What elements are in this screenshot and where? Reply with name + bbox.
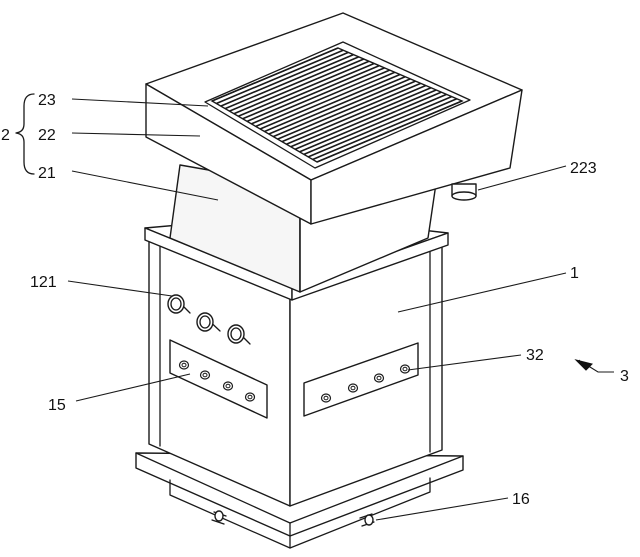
nozzle-bore bbox=[247, 394, 253, 400]
nozzle bbox=[178, 360, 190, 370]
label-1: 1 bbox=[570, 265, 579, 282]
grate-bar bbox=[268, 75, 406, 135]
grate-23 bbox=[210, 47, 464, 163]
grate-bar bbox=[233, 58, 365, 115]
callout-labels: 2 23 22 21 223 121 1 32 3 15 16 bbox=[1, 92, 629, 508]
grate-bar bbox=[299, 91, 442, 153]
leader-lines bbox=[15, 93, 614, 521]
grate-bar bbox=[264, 73, 401, 133]
inlet-pipes-121 bbox=[167, 294, 251, 345]
label-16: 16 bbox=[512, 491, 530, 508]
outlet-pipe-16 bbox=[211, 510, 375, 527]
grate-bar bbox=[259, 71, 396, 130]
label-121: 121 bbox=[30, 274, 57, 291]
grate-bar bbox=[229, 56, 359, 112]
tray-22 bbox=[145, 12, 523, 225]
nozzle bbox=[222, 381, 234, 391]
grate-bar bbox=[255, 69, 390, 128]
label-3: 3 bbox=[620, 368, 629, 385]
label-2: 2 bbox=[1, 127, 10, 144]
grate-bar bbox=[303, 93, 447, 156]
nozzle-bore bbox=[323, 395, 329, 401]
grate-bar bbox=[294, 89, 437, 151]
grate-bar bbox=[246, 64, 380, 123]
grate-bar bbox=[237, 60, 370, 117]
nozzle bbox=[347, 383, 359, 393]
nozzle-panel-15 bbox=[169, 339, 268, 419]
grate-frame bbox=[210, 47, 464, 163]
label-32: 32 bbox=[526, 347, 544, 364]
grate-bar bbox=[312, 98, 458, 161]
nozzle-bore bbox=[350, 385, 356, 391]
label-15: 15 bbox=[48, 397, 66, 414]
drain-nozzle-223 bbox=[451, 183, 477, 201]
label-223: 223 bbox=[570, 160, 597, 177]
grate-bar bbox=[251, 67, 385, 125]
grate-bar bbox=[290, 87, 432, 148]
grate-bar bbox=[224, 53, 354, 110]
nozzle-bore bbox=[376, 375, 382, 381]
nozzle-panel-32 bbox=[303, 342, 419, 417]
grate-bar bbox=[272, 78, 411, 138]
nozzle-bore bbox=[402, 366, 408, 372]
label-23: 23 bbox=[38, 92, 56, 109]
grate-bar bbox=[220, 51, 349, 107]
label-21: 21 bbox=[38, 165, 56, 182]
label-22: 22 bbox=[38, 127, 56, 144]
nozzle bbox=[373, 373, 385, 383]
grate-bar bbox=[281, 82, 421, 143]
grate-bar bbox=[242, 62, 375, 120]
grate-bar bbox=[307, 95, 452, 158]
nozzle bbox=[320, 393, 332, 403]
nozzle-bore bbox=[181, 362, 187, 368]
grate-bar bbox=[216, 49, 344, 105]
nozzle bbox=[244, 392, 256, 402]
nozzle-bore bbox=[202, 372, 208, 378]
grate-bar bbox=[286, 84, 427, 145]
nozzle bbox=[399, 364, 411, 374]
nozzle bbox=[199, 370, 211, 380]
nozzle-bore bbox=[225, 383, 231, 389]
grate-bar bbox=[277, 80, 416, 140]
